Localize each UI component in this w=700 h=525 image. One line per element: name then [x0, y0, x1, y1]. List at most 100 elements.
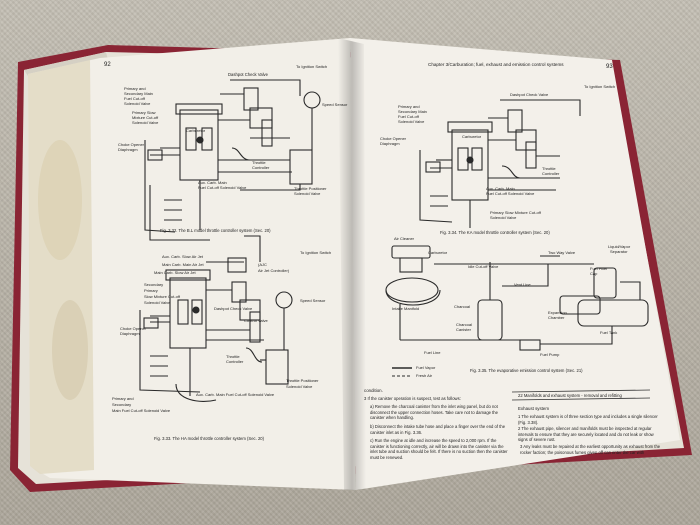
right-top-diagram — [419, 99, 581, 228]
left-bottom-diagram — [139, 235, 293, 402]
left-bottom-caption: Fig. 3.33. The HA model throttle control… — [154, 436, 265, 441]
label-solenoid-valve-b2: Solenoid Valve — [286, 384, 313, 389]
label-fuel-cutoff-solenoid: Fuel Cut-off Solenoid Valve — [198, 185, 247, 190]
label-e-carburetor: Carburetor — [428, 250, 448, 255]
label-throttle-positioner-b: Throttle Positioner — [286, 378, 319, 383]
text-condition: condition. — [364, 388, 383, 393]
label-separator: Separator — [610, 249, 628, 254]
label-aux-carb-main-b: Aux. Carb. Main Fuel Cut-off Solenoid Va… — [196, 392, 275, 397]
label-primary-and-b: Primary and — [112, 396, 134, 401]
label-canister: Canister — [456, 327, 471, 332]
right-bottom-diagram — [385, 245, 649, 377]
label-secondary-b: Secondary — [112, 402, 132, 407]
legend-fresh-air: Fresh Air — [416, 373, 433, 378]
label-expansion: Expansion — [548, 310, 567, 315]
label-controller-b: Controller — [226, 359, 244, 364]
label-mixture-cutoff: Mixture Cut-off — [132, 115, 159, 120]
exhaust-system-header: Exhaust system — [518, 406, 549, 411]
right-top-caption: Fig. 3.34. The KA model throttle control… — [440, 230, 550, 235]
exhaust-p2: 2 The exhaust pipe, silencer and manifol… — [518, 426, 654, 443]
label-throttle-b: Throttle — [226, 354, 240, 359]
label-cap: Cap — [590, 271, 598, 276]
label-primary: Primary — [144, 288, 158, 293]
label-fuel-cutoff: Fuel Cut-off — [124, 96, 145, 101]
label-solenoid-valve-2: Solenoid Valve — [132, 120, 159, 125]
label-r-dashpot-check-valve: Dashpot Check Valve — [510, 92, 549, 97]
label-solenoid-valve-3: Solenoid Valve — [294, 191, 321, 196]
stained-margin — [28, 60, 94, 474]
label-air-cleaner: Air Cleaner — [394, 236, 415, 241]
label-carburetor: Carburetor — [186, 128, 206, 133]
label-r-aux-carb-main: Aux. Carb. Main — [486, 186, 515, 191]
text-step-b: b) Disconnect the intake tube hose and p… — [370, 424, 506, 435]
label-solenoid-valve-b: Solenoid Valve — [144, 300, 171, 305]
right-bottom-caption: Fig. 3.35. The evaporative emission cont… — [470, 368, 583, 373]
label-vent-line: Vent Line — [514, 282, 531, 287]
label-choke-opener-b: Choke Opener — [120, 326, 147, 331]
label-r-diaphragm: Diaphragm — [380, 141, 400, 146]
left-page-number: 92 — [104, 62, 111, 68]
label-charcoal-2: Charcoal — [456, 322, 473, 327]
label-aux-carb-main: Aux. Carb. Main — [198, 180, 227, 185]
label-fuel-line: Fuel Line — [424, 350, 441, 355]
text-step-a: a) Remove the charcoal canister from the… — [370, 404, 498, 421]
label-r-solenoid-valve-2: Solenoid Valve — [490, 215, 517, 220]
legend-fuel-vapor: Fuel Vapor — [416, 365, 436, 370]
label-two-way-valve: Two Way Valve — [548, 250, 576, 255]
label-r-primary-slow: Primary Slow Mixture Cut-off — [490, 210, 541, 215]
exhaust-p3: 3 Any leaks must be repaired at the earl… — [520, 444, 661, 455]
label-secondary-main: Secondary Main — [124, 91, 153, 96]
label-aux-carb-slow-air-jet: Aux. Carb. Slow Air Jet — [162, 254, 203, 259]
label-fuel-filler: Fuel Filler — [590, 266, 608, 271]
label-main-fuel-cutoff-solenoid: Main Fuel Cut-off Solenoid Valve — [112, 408, 171, 413]
label-secondary-paren: Secondary — [144, 282, 164, 287]
label-fuel-pump: Fuel Pump — [540, 352, 560, 357]
label-r-secondary-main: Secondary Main — [398, 109, 427, 114]
label-r-solenoid-valve: Solenoid Valve — [398, 119, 425, 124]
label-r-fuel-cutoff-solenoid: Fuel Cut-off Solenoid Valve — [486, 191, 535, 196]
label-r-carburetor: Carburetor — [462, 134, 482, 139]
label-r-fuel-cutoff: Fuel Cut-off — [398, 114, 419, 119]
text-step3: 3 If the canister operation is suspect, … — [364, 396, 461, 401]
label-dashpot-check-valve: Dashpot Check Valve — [228, 72, 268, 77]
label-liquid-vapor: Liquid/Vapor — [608, 244, 631, 249]
label-fuel-tank: Fuel Tank — [600, 330, 618, 335]
label-diaphragm-b: Diaphragm — [120, 331, 140, 336]
label-r-controller: Controller — [542, 171, 560, 176]
text-step-c: c) Run the engine at idle and increase t… — [370, 438, 508, 460]
label-r-throttle: Throttle — [542, 166, 556, 171]
right-page-header: Chapter 3/Carburation; fuel, exhaust and… — [428, 62, 564, 67]
label-controller: Controller — [252, 165, 270, 170]
exhaust-p1: 1 The exhaust system is of three section… — [518, 414, 658, 425]
label-speed-sensor: Speed Sensor — [322, 102, 348, 107]
left-top-diagram — [144, 79, 321, 241]
label-chamber: Chamber — [548, 315, 565, 320]
label-speed-sensor-b: Speed Sensor — [300, 298, 326, 303]
left-top-caption: Fig. 3.32. The B.L model throttle contro… — [160, 228, 271, 233]
label-dashpot-check-valve-b: Dashpot Check Valve — [214, 306, 253, 311]
label-slow-mixture-cutoff: Slow Mixture Cut-off — [144, 294, 180, 299]
label-primary-slow: Primary Slow — [132, 110, 156, 115]
label-diaphragm: Diaphragm — [118, 147, 138, 152]
left-page — [28, 38, 356, 490]
label-choke-opener: Choke Opener — [118, 142, 145, 147]
label-to-ignition-switch: To Ignition Switch — [296, 64, 328, 69]
label-air-jet-controller: Air Jet Controller) — [258, 268, 290, 273]
label-charcoal: Charcoal — [454, 304, 471, 309]
label-throttle: Throttle — [252, 160, 266, 165]
label-intake-manifold: Intake Manifold — [392, 306, 420, 311]
label-throttle-positioner: Throttle Positioner — [294, 186, 327, 191]
label-solenoid-valve: Solenoid Valve — [124, 101, 151, 106]
label-r-choke-opener: Choke Opener — [380, 136, 407, 141]
label-main-carb-slow-air-jet: Main Carb. Slow Air Jet — [154, 270, 196, 275]
label-primary-and: Primary and — [124, 86, 146, 91]
label-main-carb-main-air-jet: Main Carb. Main Air Jet — [162, 262, 204, 267]
right-page-number: 93 — [606, 64, 613, 70]
label-r-primary-and: Primary and — [398, 104, 420, 109]
label-control-valve: Control Valve — [244, 318, 268, 323]
label-ajc: (AJC — [258, 262, 267, 267]
section-22-header: 22 Manifolds and exhaust system - remova… — [518, 393, 622, 398]
label-r-to-ignition-switch: To Ignition Switch — [584, 84, 616, 89]
